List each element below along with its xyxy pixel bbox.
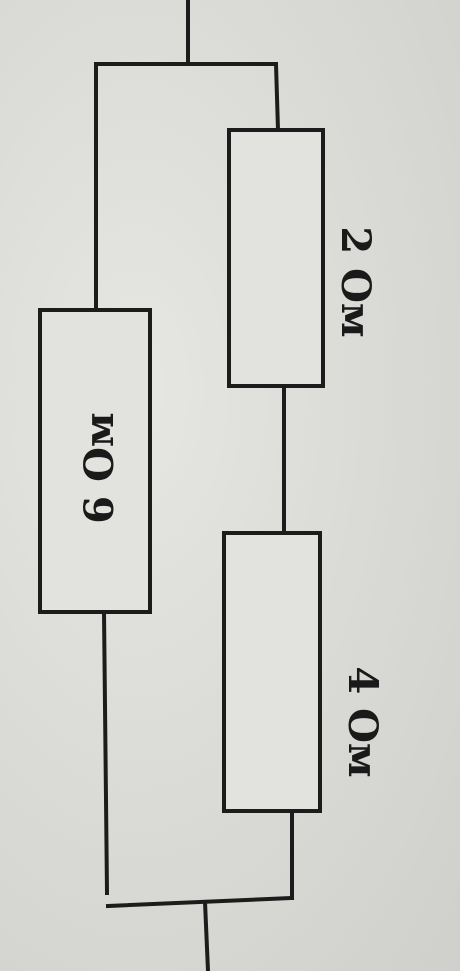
bottom-bus-wire bbox=[105, 895, 295, 909]
resistor-4-ohm bbox=[222, 531, 322, 813]
bottom-terminal-wire bbox=[202, 899, 211, 971]
left-branch-bottom-wire bbox=[101, 609, 110, 896]
right-branch-top-wire bbox=[273, 61, 281, 133]
resistor-2-ohm-label: 2 Ом bbox=[332, 226, 379, 338]
resistor-4-ohm-label: 4 Ом bbox=[339, 666, 386, 778]
resistor-6-ohm-label: 6 Ом bbox=[76, 412, 123, 524]
resistor-2-ohm bbox=[227, 128, 325, 388]
resistor-6-ohm bbox=[38, 308, 152, 614]
